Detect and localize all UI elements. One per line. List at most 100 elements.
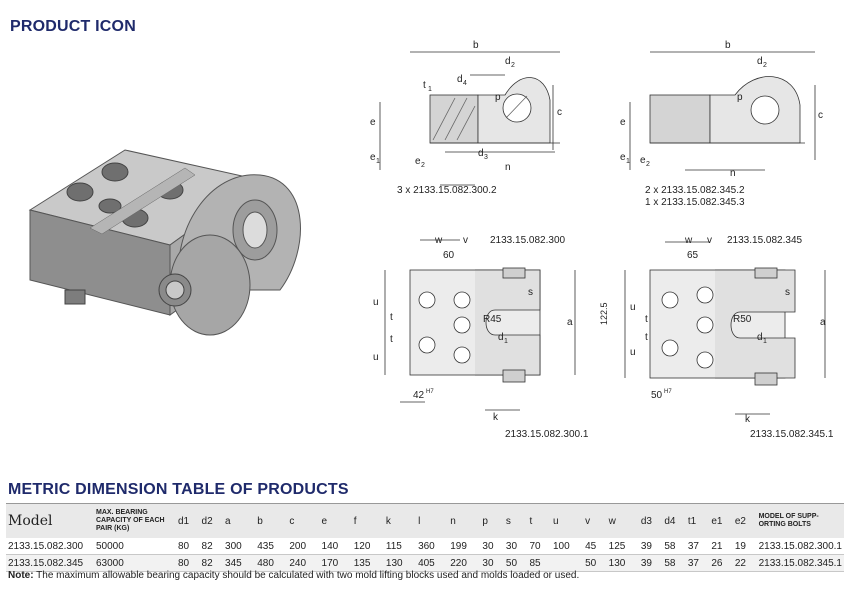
col-header: d1 <box>176 503 200 538</box>
svg-text:t: t <box>645 332 648 343</box>
dimension-table: Model MAX. BEARING CAPACITY OF EACH PAIR… <box>6 503 844 572</box>
col-header: d4 <box>662 503 686 538</box>
table-cell: 220 <box>448 554 481 572</box>
svg-text:d: d <box>757 332 763 343</box>
table-cell: 80 <box>176 538 200 555</box>
table-cell <box>550 554 584 572</box>
table-cell: 37 <box>685 554 710 572</box>
svg-text:e: e <box>620 117 626 128</box>
table-cell: 39 <box>638 554 663 572</box>
table-cell: 30 <box>480 538 504 555</box>
br-dim: 65 <box>687 250 699 261</box>
table-header-row: Model MAX. BEARING CAPACITY OF EACH PAIR… <box>6 503 844 538</box>
svg-text:H7: H7 <box>664 389 672 395</box>
bl-bottom: 2133.15.082.300.1 <box>505 429 589 440</box>
svg-text:u: u <box>630 347 636 358</box>
svg-text:a: a <box>567 317 573 328</box>
table-cell: 480 <box>255 554 288 572</box>
table-cell: 140 <box>319 538 352 555</box>
svg-text:s: s <box>785 287 790 298</box>
svg-text:w: w <box>684 235 693 246</box>
tr-callout-1: 2 x 2133.15.082.345.2 <box>645 185 745 196</box>
table-cell: 50 <box>583 554 607 572</box>
table-title: METRIC DIMENSION TABLE OF PRODUCTS <box>8 481 349 498</box>
col-header: k <box>383 503 417 538</box>
product-icon-title: PRODUCT ICON <box>10 18 136 35</box>
label-d2: d <box>505 56 511 67</box>
svg-text:c: c <box>818 110 823 121</box>
svg-text:2: 2 <box>511 62 515 69</box>
bl-dim: 60 <box>443 250 455 261</box>
svg-text:3: 3 <box>484 154 488 161</box>
note-text: The maximum allowable bearing capacity s… <box>33 570 580 581</box>
table-cell: 19 <box>732 538 757 555</box>
svg-text:1: 1 <box>626 158 630 165</box>
svg-text:t: t <box>390 334 393 345</box>
svg-text:d: d <box>498 332 504 343</box>
col-header: e2 <box>732 503 757 538</box>
col-header: n <box>448 503 481 538</box>
col-header: b <box>255 503 288 538</box>
svg-text:t: t <box>645 314 648 325</box>
svg-text:e: e <box>640 155 646 166</box>
col-header: v <box>583 503 607 538</box>
svg-text:2: 2 <box>763 62 767 69</box>
table-cell: 80 <box>176 554 200 572</box>
label-d3: d <box>478 148 484 159</box>
table-cell: 26 <box>709 554 733 572</box>
svg-text:1: 1 <box>428 86 432 93</box>
col-header: Model <box>6 503 94 538</box>
table-cell: 30 <box>503 538 528 555</box>
col-header: l <box>416 503 449 538</box>
table-note: Note: The maximum allowable bearing capa… <box>8 570 579 581</box>
col-header: a <box>223 503 256 538</box>
svg-text:u: u <box>630 302 636 313</box>
table-cell: 58 <box>662 538 686 555</box>
table-cell: 405 <box>416 554 449 572</box>
label-b: b <box>473 40 479 51</box>
table-cell: 82 <box>199 554 224 572</box>
svg-text:1: 1 <box>376 158 380 165</box>
table-cell: 45 <box>583 538 607 555</box>
svg-text:s: s <box>528 287 533 298</box>
label-e1: e <box>370 152 376 163</box>
table-cell: 200 <box>287 538 320 555</box>
table-cell: 2133.15.082.345 <box>6 554 94 572</box>
svg-text:2: 2 <box>421 162 425 169</box>
label-e2: e <box>415 156 421 167</box>
table-cell: 170 <box>319 554 352 572</box>
table-cell: 115 <box>383 538 417 555</box>
tr-callout-2: 1 x 2133.15.082.345.3 <box>645 197 745 208</box>
col-header: u <box>550 503 584 538</box>
svg-text:4: 4 <box>463 80 467 87</box>
label-c: c <box>557 107 562 118</box>
col-header: t <box>527 503 551 538</box>
table-cell: 63000 <box>94 554 176 572</box>
table-row: 2133.15.082.300 50000 80 82 300 435 200 … <box>6 538 844 555</box>
tl-callout: 3 x 2133.15.082.300.2 <box>397 185 497 196</box>
svg-text:b: b <box>725 40 731 51</box>
table-cell: 2133.15.082.300.1 <box>756 538 844 555</box>
label-e: e <box>370 117 376 128</box>
label-t1: t <box>423 80 426 91</box>
label-n: n <box>505 162 511 173</box>
svg-text:1: 1 <box>763 338 767 345</box>
table-cell: 58 <box>662 554 686 572</box>
table-cell: 2133.15.082.300 <box>6 538 94 555</box>
label-p: p <box>495 92 501 103</box>
table-cell: 300 <box>223 538 256 555</box>
col-header: MODEL OF SUPP- ORTING BOLTS <box>756 503 844 538</box>
svg-text:v: v <box>707 235 712 246</box>
table-cell: 199 <box>448 538 481 555</box>
svg-text:k: k <box>745 414 751 425</box>
bl-radius: R45 <box>483 314 502 325</box>
table-cell: 22 <box>732 554 757 572</box>
table-cell: 120 <box>351 538 384 555</box>
svg-text:e: e <box>620 152 626 163</box>
bl-bore: 42 <box>413 390 425 401</box>
col-header: e1 <box>709 503 733 538</box>
table-cell: 435 <box>255 538 288 555</box>
col-header: t1 <box>685 503 710 538</box>
col-header: d3 <box>638 503 663 538</box>
col-header: f <box>351 503 384 538</box>
